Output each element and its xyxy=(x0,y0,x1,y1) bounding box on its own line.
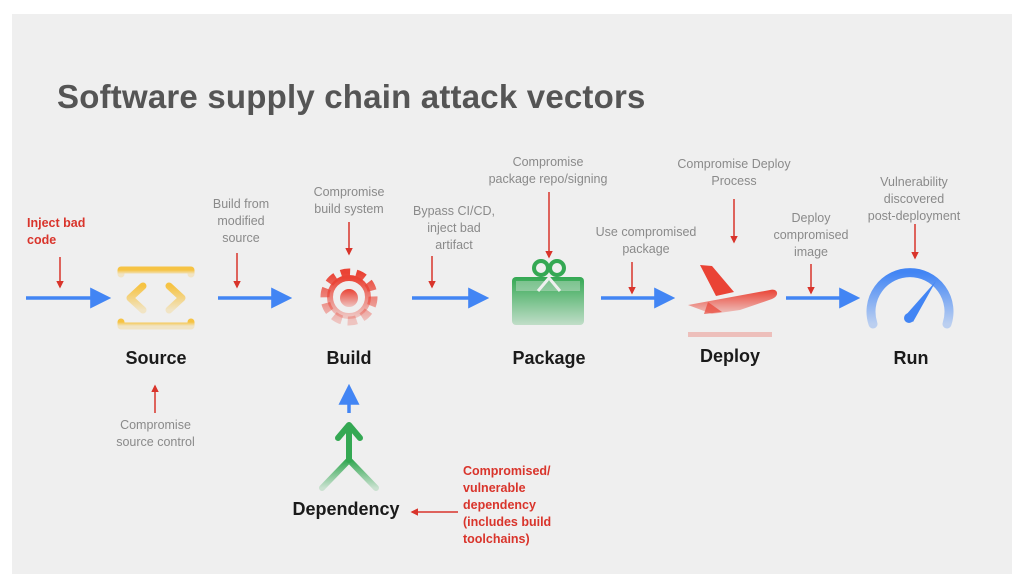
stage-run: Run xyxy=(893,348,929,368)
note-vulnerability-post-deployment: Vulnerability discovered post-deployment xyxy=(867,175,961,223)
note-compromised-dependency: Compromised/ vulnerable dependency (incl… xyxy=(463,464,552,546)
note-compromise-source-control: Compromise source control xyxy=(116,418,195,449)
stage-package: Package xyxy=(512,348,586,368)
stage-source: Source xyxy=(125,348,187,368)
note-deploy-compromised-image: Deploy compromised image xyxy=(773,211,849,259)
note-use-compromised-package: Use compromised package xyxy=(595,225,697,256)
note-bypass-cicd: Bypass CI/CD, inject bad artifact xyxy=(413,204,495,252)
code-brackets-icon xyxy=(117,266,195,330)
gear-icon xyxy=(320,268,378,326)
note-compromise-package-repo: Compromise package repo/signing xyxy=(488,155,608,186)
note-compromise-deploy-process: Compromise Deploy Process xyxy=(677,157,791,188)
note-inject-bad-code: Inject bad code xyxy=(27,216,86,247)
speedometer-icon xyxy=(866,268,954,329)
stage-deploy: Deploy xyxy=(699,346,760,366)
stage-dependency: Dependency xyxy=(292,499,400,519)
note-compromise-build-system: Compromise build system xyxy=(313,185,385,216)
note-build-from-modified-source: Build from modified source xyxy=(212,197,270,245)
airplane-takeoff-icon xyxy=(688,265,778,337)
page-title: Software supply chain attack vectors xyxy=(57,78,646,115)
merge-arrow-icon xyxy=(319,422,379,491)
gift-box-icon xyxy=(512,259,584,325)
stage-build: Build xyxy=(326,348,372,368)
